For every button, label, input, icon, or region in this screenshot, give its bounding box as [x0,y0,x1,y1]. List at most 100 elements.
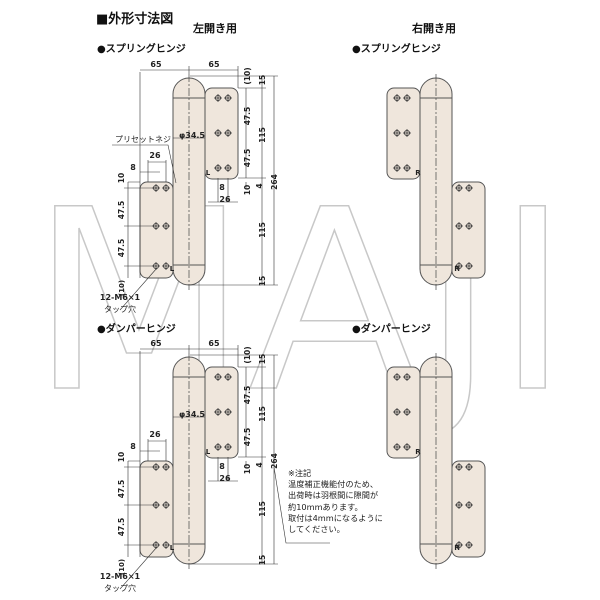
leaf-mark: R [415,169,421,177]
note-heading: ※注記 [288,468,312,478]
dimension-label: 47.5 [243,428,252,447]
preset-screw-leader [112,144,177,184]
dimension-label: 10 [243,464,252,474]
dimension-label: 47.5 [243,386,252,405]
tap-hole-crosshair [403,164,411,172]
tap-hole-crosshair [162,184,170,192]
dimension-label: 26 [219,474,231,483]
dimension-label: 26 [149,151,161,160]
tap-hole-crosshair [224,94,232,102]
tap-hole-crosshair [465,184,473,192]
knuckle [419,77,453,286]
tap-hole-crosshair [465,541,473,549]
leaf-mark: R [415,448,421,456]
tap-hole-crosshair [214,94,222,102]
left-open-heading: 左開き用 [193,22,237,35]
tap-hole-crosshair [162,541,170,549]
tap-hole-crosshair [162,501,170,509]
tap-hole-crosshair [455,501,463,509]
hinge [386,74,486,290]
dimension-line [124,345,278,565]
note-line: 取付は4mmになるように [288,512,383,523]
tap-hole-crosshair [224,164,232,172]
dimension-label: 264 [270,174,279,190]
dimension-label: 8 [130,442,136,451]
dimension-label: 47.5 [117,201,126,220]
tap-hole-crosshair [403,129,411,137]
dimension-label: 264 [270,453,279,469]
dimension-label: 26 [219,195,231,204]
dimension-label: 65 [208,60,220,69]
diameter-label: φ34.5 [179,131,205,140]
tap-hole-crosshair [455,222,463,230]
dimension-label: 65 [208,339,220,348]
tap-hole-crosshair [214,443,222,451]
tap-callout: 12-M6×1 [100,572,141,581]
upper-leaf [386,366,421,459]
damper-hinge-right-label: ●ダンパーヒンジ [352,324,431,335]
tap-hole-crosshair [214,408,222,416]
hinge [386,353,486,569]
dimension-label: 4 [255,183,264,188]
tap-hole-crosshair [393,164,401,172]
spring-hinge-right-label: ●スプリングヒンジ [352,44,441,55]
dimension-label: 47.5 [243,107,252,126]
dimension-label: 65 [150,339,162,348]
tap-hole-crosshair [403,373,411,381]
dimension-label: (10) [118,559,126,575]
dimension-label: 115 [258,127,267,143]
tap-hole-crosshair [465,262,473,270]
leaf-mark: R [454,265,460,273]
tap-hole-crosshair [455,184,463,192]
tap-hole-crosshair [465,463,473,471]
tap-callout-line [119,546,158,590]
leaf-mark: L [170,265,175,273]
spring-hinge-left-label: ●スプリングヒンジ [97,44,186,55]
leaf-mark: L [206,448,211,456]
tap-hole-crosshair [162,222,170,230]
tap-hole-crosshair [224,443,232,451]
dimension-label: 8 [130,163,136,172]
tap-hole-crosshair [393,94,401,102]
dimension-label: 8 [219,183,225,192]
tap-hole-crosshair [455,541,463,549]
dimension-label: 15 [258,555,267,565]
dimension-label: 115 [258,406,267,422]
dimension-label: 26 [149,430,161,439]
tap-hole-crosshair [393,443,401,451]
dimension-label: 65 [150,60,162,69]
tap-hole-crosshair [214,129,222,137]
dimension-label: 115 [258,222,267,238]
dimension-label: 15 [258,75,267,85]
tap-hole-crosshair [455,463,463,471]
damper-hinge-left-label: ●ダンパーヒンジ [97,324,176,335]
tap-hole-crosshair [403,408,411,416]
note: ※注記 温度補正機能付のため、 出荷時は羽根間に隙間が 約10mmあります。 取… [288,468,383,535]
knuckle [172,356,206,565]
tap-callout: 12-M6×1 [100,293,141,302]
dimension-label: 4 [255,462,264,467]
tap-hole-crosshair [465,501,473,509]
tap-hole-crosshair [465,222,473,230]
note-leader [273,466,330,544]
tap-hole-crosshair [455,262,463,270]
leaf-mark: L [206,169,211,177]
tap-hole-crosshair [393,373,401,381]
hinge [139,353,239,569]
leaf-mark: L [170,544,175,552]
tap-hole-crosshair [224,129,232,137]
dimension-lines [124,345,278,565]
tap-callout-line [119,267,158,311]
dimension-label: (10) [243,67,252,84]
tap-hole-crosshair [214,164,222,172]
hinge [139,74,239,290]
tap-hole-crosshair [403,94,411,102]
dimension-label: 15 [258,276,267,286]
note-line: 約10mmあります。 [288,501,363,512]
dimension-label: 8 [219,462,225,471]
knuckle [419,356,453,565]
preset-screw-callout: プリセットネジ [115,135,171,144]
note-line: 出荷時は羽根間に隙間が [288,490,379,501]
dimension-label: (10) [118,280,126,296]
